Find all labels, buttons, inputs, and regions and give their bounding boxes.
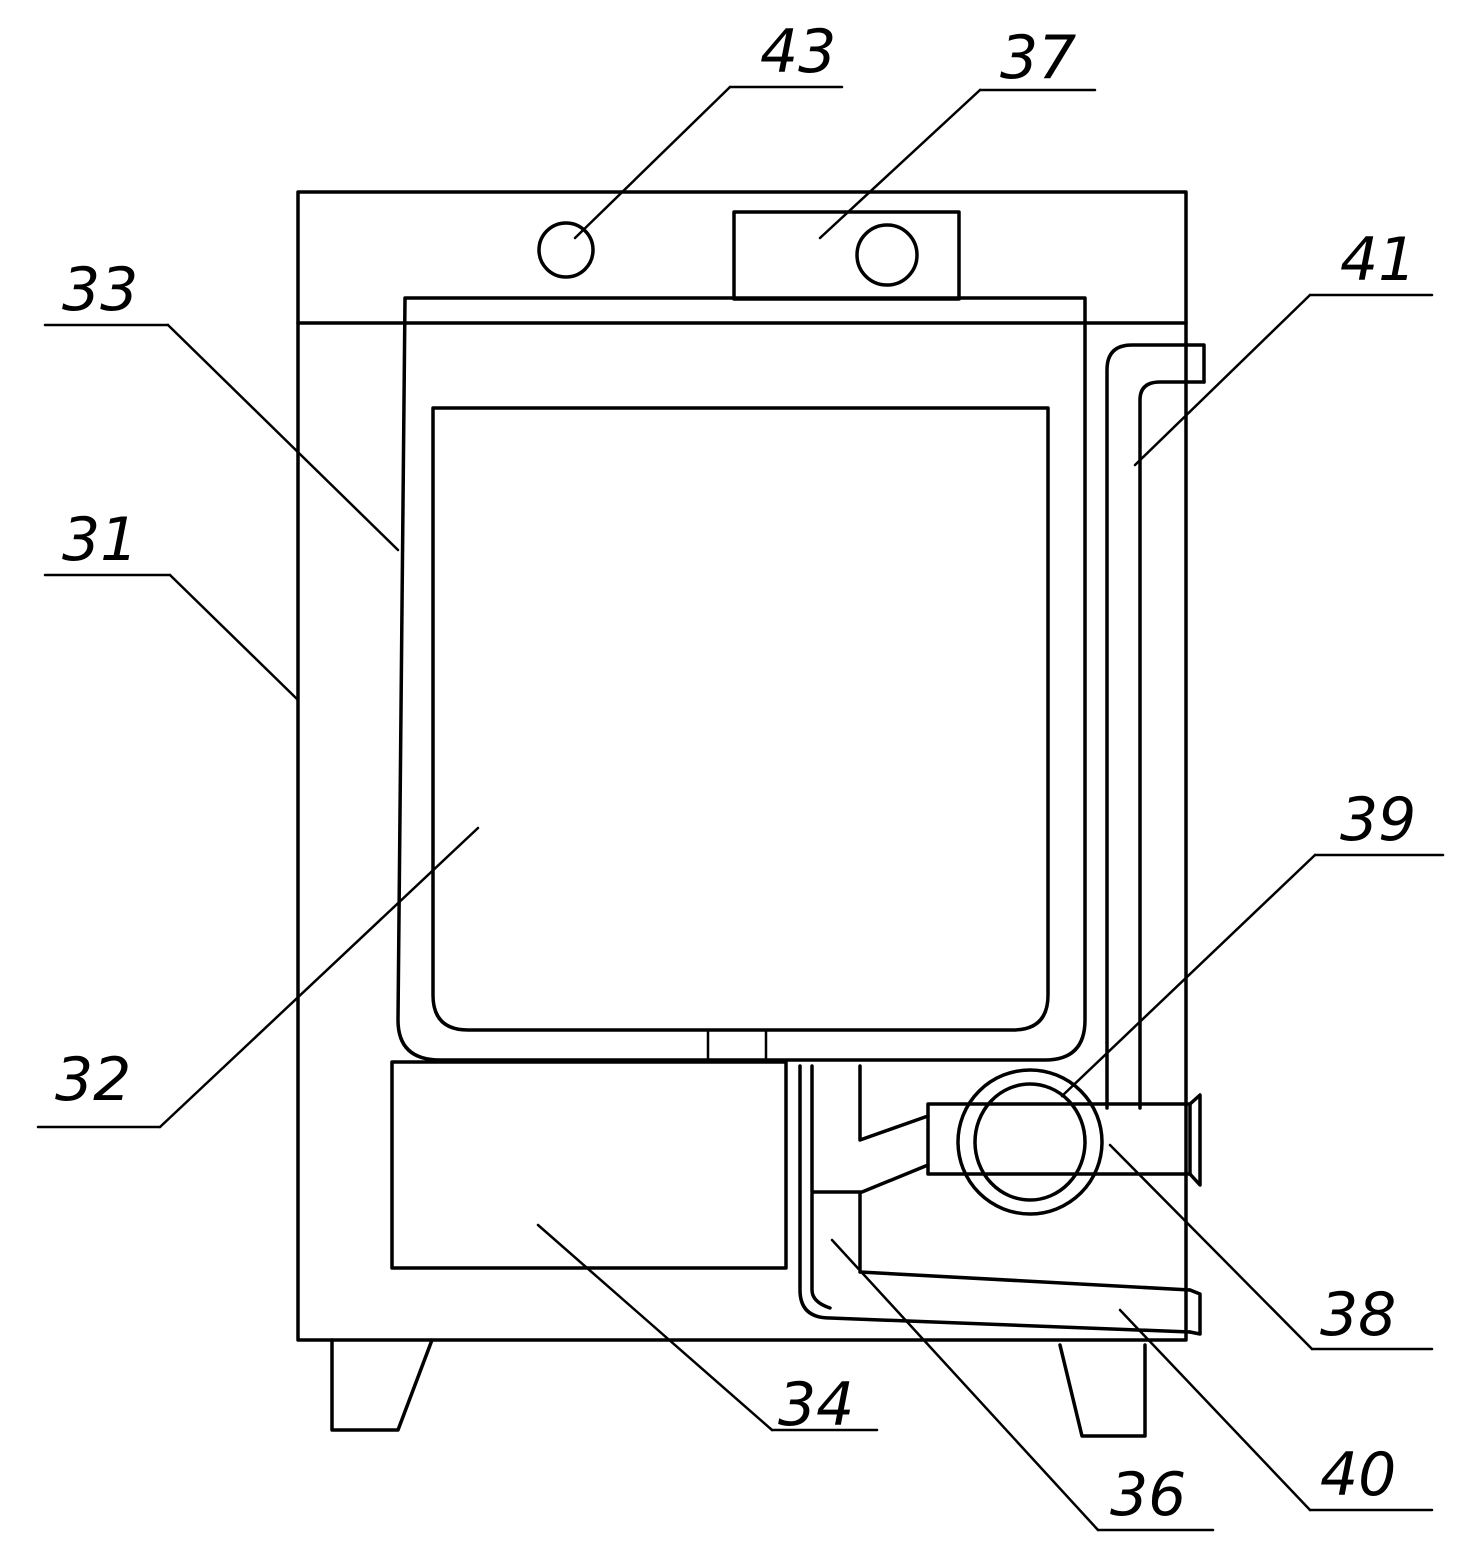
control-box-37	[732, 210, 961, 301]
vertical-duct-41	[1105, 343, 1206, 1110]
cabinet-body	[296, 190, 1188, 1342]
fan-39	[956, 1068, 1104, 1216]
leg-left	[330, 1338, 434, 1432]
label-37: 37	[1000, 23, 1076, 93]
drain-pipe-40	[798, 1064, 1202, 1336]
label-39: 39	[1340, 785, 1416, 855]
outer-tank-33	[396, 296, 1087, 1062]
label-43: 43	[760, 17, 836, 87]
label-36: 36	[1110, 1460, 1186, 1530]
label-33: 33	[62, 255, 138, 325]
leader-lines	[36, 85, 1445, 1532]
label-34: 34	[778, 1370, 854, 1440]
tank-connector	[706, 1030, 768, 1062]
leg-right	[1058, 1343, 1147, 1438]
label-40: 40	[1320, 1440, 1396, 1510]
label-41: 41	[1340, 225, 1416, 295]
pipe-38	[926, 1093, 1202, 1187]
duct-36	[810, 1064, 930, 1310]
inner-chamber-32	[431, 406, 1050, 1032]
label-31: 31	[62, 505, 138, 575]
label-38: 38	[1320, 1280, 1396, 1350]
box-34	[390, 1060, 788, 1270]
indicator-knob-43	[537, 221, 595, 279]
label-32: 32	[55, 1045, 131, 1115]
